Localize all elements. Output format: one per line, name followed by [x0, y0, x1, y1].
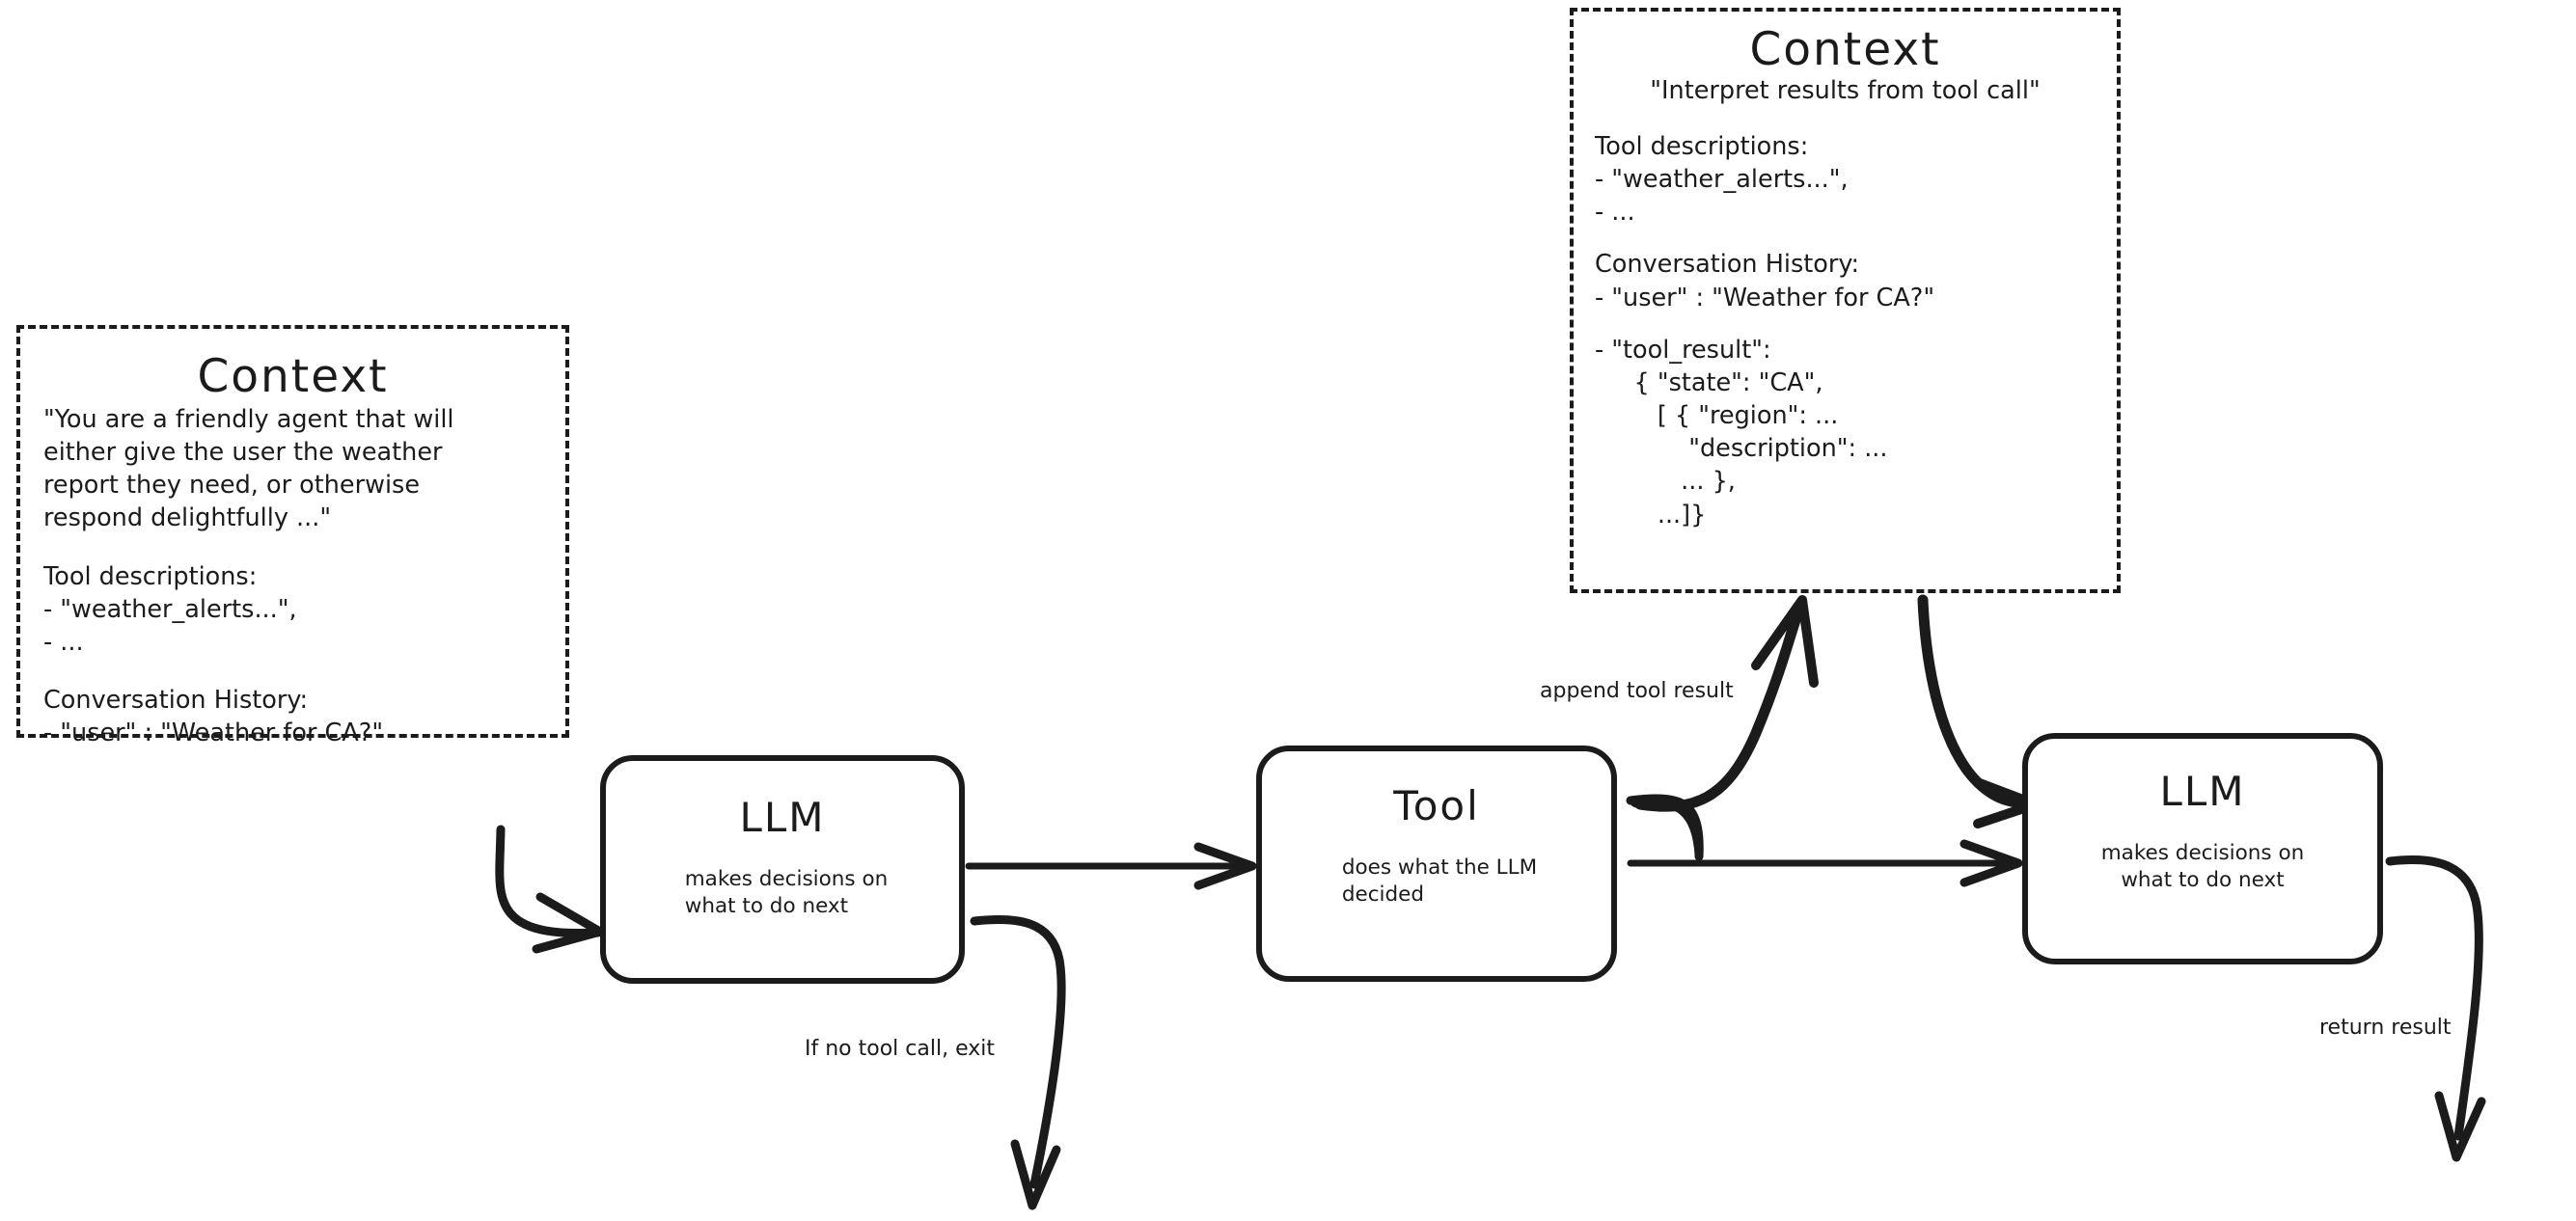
context-box-initial: Context "You are a friendly agent that w…: [16, 325, 569, 747]
node-llm-second-subtitle: makes decisions on what to do next: [2100, 841, 2305, 892]
arrow-tool-to-context2: [1626, 595, 1819, 861]
conversation-history-header: Conversation History:: [43, 686, 309, 716]
spacer: [43, 535, 542, 560]
system-prompt-text: "You are a friendly agent that will eith…: [43, 405, 454, 533]
node-tool-title: Tool: [1393, 782, 1480, 829]
context-box-after-tool: Context "Interpret results from tool cal…: [1570, 8, 2121, 593]
conversation-history-item: - "user" : "Weather for CA?": [1595, 283, 1935, 312]
tool-description-item: - ...: [43, 627, 84, 657]
context-box-initial-title: Context: [197, 350, 389, 403]
context-box-after-tool-body: Tool descriptions: - "weather_alerts..."…: [1574, 105, 2117, 531]
spacer: [1595, 314, 2096, 334]
edge-label-if-no-tool-call-exit: If no tool call, exit: [805, 1037, 995, 1061]
tool-descriptions-header: Tool descriptions:: [43, 561, 258, 591]
arrow-llm1-exit: [970, 914, 1066, 1210]
node-llm-first-subtitle: makes decisions on what to do next: [684, 867, 889, 918]
arrow-llm1-to-tool: [965, 842, 1257, 890]
spacer: [1595, 105, 2096, 130]
node-llm-first-title: LLM: [739, 794, 826, 841]
tool-description-item: - "weather_alerts...",: [43, 594, 297, 624]
tool-result-header: - "tool_result":: [1595, 335, 1771, 365]
node-tool-subtitle: does what the LLM decided: [1341, 855, 1538, 907]
tool-description-item: - ...: [1595, 198, 1635, 228]
tool-result-line: ...]}: [1595, 500, 1707, 529]
interpret-instruction-text: "Interpret results from tool call": [1650, 76, 2041, 105]
arrow-llm2-return: [2385, 855, 2486, 1162]
node-llm-first[interactable]: LLM makes decisions on what to do next: [600, 755, 965, 984]
arrow-tool-to-llm2: [1627, 839, 2023, 887]
tool-result-line: "description": ...: [1595, 434, 1888, 464]
tool-result-line: ... },: [1595, 467, 1736, 497]
edge-label-return-result: return result: [2319, 1016, 2452, 1040]
tool-result-line: { "state": "CA",: [1595, 367, 1823, 397]
edge-label-append-tool-result: append tool result: [1540, 679, 1734, 703]
arrow-context2-to-llm2: [1917, 594, 2041, 828]
context-box-after-tool-title: Context: [1749, 23, 1941, 76]
spacer: [43, 659, 542, 684]
node-tool[interactable]: Tool does what the LLM decided: [1256, 746, 1617, 982]
conversation-history-item: - "user" : "Weather for CA?": [43, 719, 384, 748]
tool-description-item: - "weather_alerts...",: [1595, 165, 1849, 195]
spacer: [1595, 229, 2096, 248]
tool-result-line: [ { "region": ...: [1595, 401, 1839, 431]
tool-descriptions-header: Tool descriptions:: [1595, 132, 1809, 161]
conversation-history-header: Conversation History:: [1595, 250, 1860, 280]
arrow-context1-to-llm1: [495, 825, 605, 954]
node-llm-second-title: LLM: [2159, 768, 2246, 815]
node-llm-second[interactable]: LLM makes decisions on what to do next: [2022, 733, 2383, 964]
context-box-initial-body: "You are a friendly agent that will eith…: [20, 403, 565, 749]
